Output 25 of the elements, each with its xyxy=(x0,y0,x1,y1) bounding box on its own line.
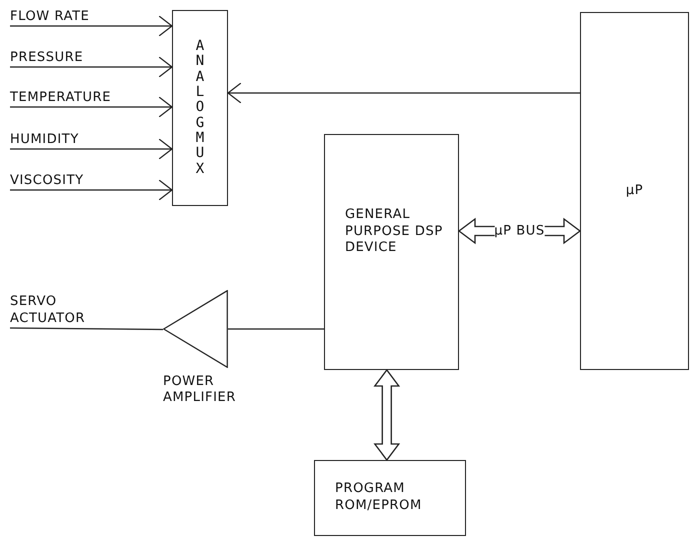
arrow xyxy=(227,82,580,104)
arrow xyxy=(10,179,173,201)
block-label: µP xyxy=(626,182,644,200)
arrow xyxy=(10,138,173,160)
signal-label: TEMPERATURE xyxy=(10,90,112,107)
block-label: GENERAL PURPOSE DSP DEVICE xyxy=(345,206,444,258)
signal-label: PRESSURE xyxy=(10,50,84,67)
signal-label: VISCOSITY xyxy=(10,173,84,190)
edge-label: µP BUS xyxy=(494,224,545,238)
double-arrow xyxy=(374,368,400,462)
processor-box xyxy=(580,12,689,370)
block-label: PROGRAM ROM/EPROM xyxy=(335,481,423,515)
connector-line xyxy=(10,327,163,330)
signal-label: HUMIDITY xyxy=(10,132,79,149)
multiplexer-box xyxy=(172,10,228,206)
arrow xyxy=(10,15,173,37)
signal-label: FLOW RATE xyxy=(10,9,90,26)
arrow xyxy=(10,96,173,118)
arrow xyxy=(10,56,173,78)
dsp-box xyxy=(324,134,459,370)
component-label: POWER AMPLIFIER xyxy=(163,374,237,406)
memory-box xyxy=(314,460,466,536)
signal-label: SERVO ACTUATOR xyxy=(10,294,86,328)
block-label: ANALOG MUX xyxy=(196,38,204,178)
connector-line xyxy=(228,328,324,330)
